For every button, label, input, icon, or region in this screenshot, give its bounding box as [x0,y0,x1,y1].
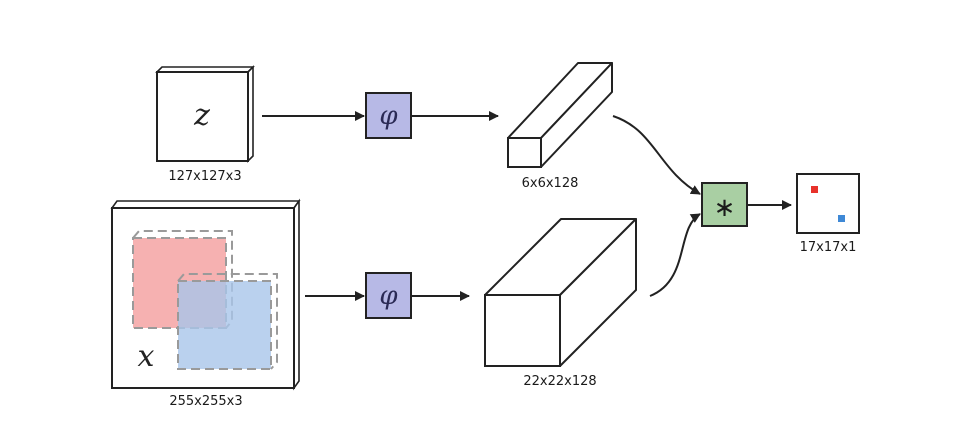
feature-map-top [507,62,613,168]
arrow-feature-bottom-to-corr [649,213,701,297]
cross-correlation-box: ∗ [701,182,748,227]
x-symbol: x [138,339,155,374]
cross-correlation-symbol: ∗ [714,193,736,223]
score-map [796,173,860,234]
z-symbol: z [193,98,210,133]
score-peak-blue [838,215,845,222]
exemplar-image-z: z [155,65,255,163]
score-peak-red [811,186,818,193]
phi-box-bottom: φ [365,272,412,319]
feature-bottom-size-label: 22x22x128 [523,374,596,389]
feature-map-bottom [484,218,637,367]
candidate-crop-blue [177,273,278,370]
search-image-x: x [110,198,301,391]
phi-top-symbol: φ [379,101,398,131]
arrow-feature-top-to-corr [612,115,701,195]
score-size-label: 17x17x1 [800,240,857,255]
feature-top-size-label: 6x6x128 [522,176,579,191]
phi-box-top: φ [365,92,412,139]
phi-bottom-symbol: φ [379,281,398,311]
z-size-label: 127x127x3 [168,169,241,184]
x-size-label: 255x255x3 [169,394,242,409]
